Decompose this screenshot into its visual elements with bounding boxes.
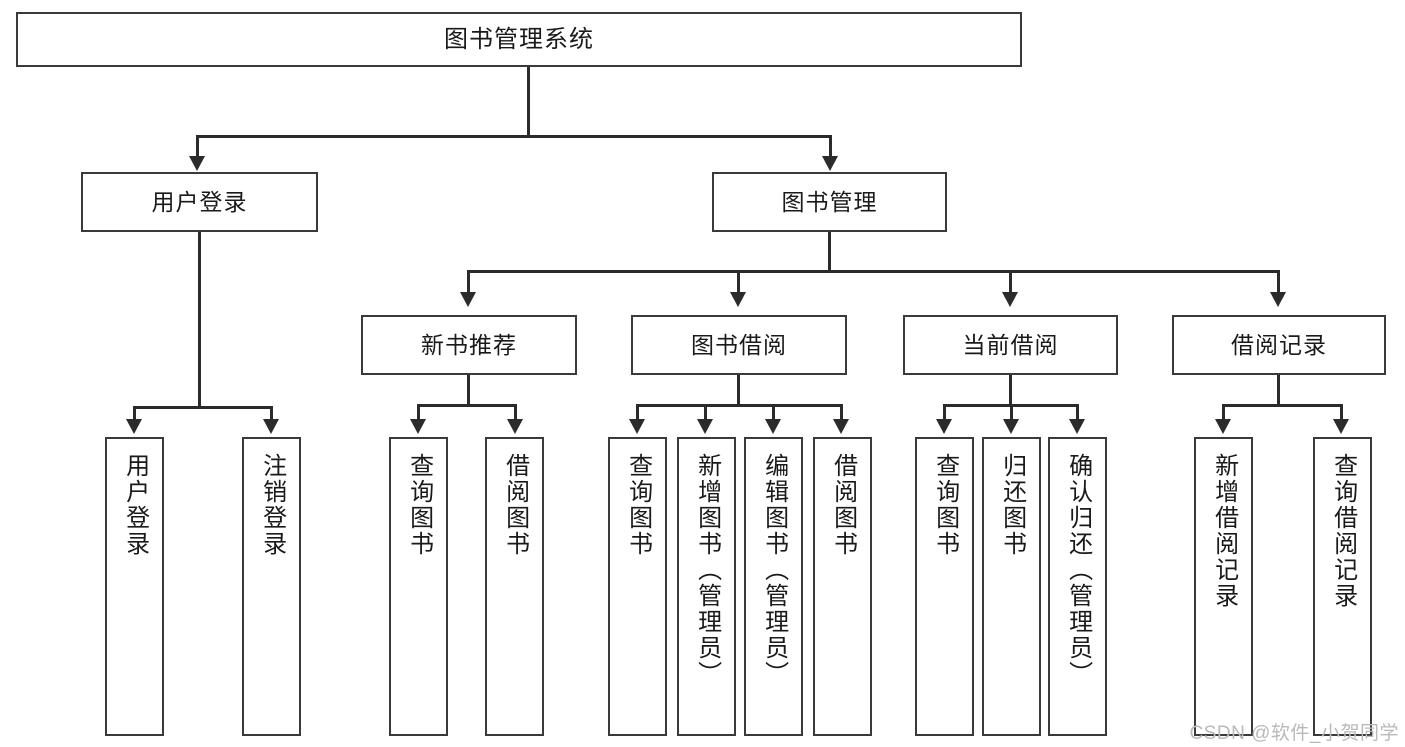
node-label: 归还图书 xyxy=(998,453,1026,557)
node-label: 查询借阅记录 xyxy=(1329,453,1357,609)
arrowhead-bb-leaf-4 xyxy=(833,419,849,434)
node-label: 查询图书 xyxy=(624,453,652,557)
arrowhead-book-borrow xyxy=(730,292,746,307)
connector-cb-leaf-2 xyxy=(1010,404,1013,420)
leaf-cb-query-book[interactable]: 查询图书 xyxy=(915,437,974,736)
arrowhead-user-login-leaf-1 xyxy=(126,419,142,434)
arrowhead-cb-leaf-3 xyxy=(1069,419,1085,434)
connector-book-borrow-bus xyxy=(636,404,842,407)
node-book-borrow[interactable]: 图书借阅 xyxy=(631,315,847,375)
connector-nbr-leaf-1 xyxy=(417,404,420,420)
arrowhead-cb-leaf-2 xyxy=(1003,419,1019,434)
leaf-bb-add-book-admin[interactable]: 新增图书（管理员） xyxy=(677,437,736,736)
arrowhead-bb-leaf-1 xyxy=(629,419,645,434)
node-label: 新增借阅记录 xyxy=(1210,453,1238,609)
connector-current-borrow-stem xyxy=(1009,375,1012,406)
node-new-book-recommend[interactable]: 新书推荐 xyxy=(361,315,577,375)
connector-cb-leaf-1 xyxy=(943,404,946,420)
connector-root-stem xyxy=(527,67,530,135)
connector-to-book-borrow xyxy=(737,270,740,295)
node-label: 编辑图书（管理员） xyxy=(760,453,788,687)
leaf-cb-return-book[interactable]: 归还图书 xyxy=(982,437,1041,736)
leaf-bb-query-book[interactable]: 查询图书 xyxy=(608,437,667,736)
node-current-borrow[interactable]: 当前借阅 xyxy=(903,315,1118,375)
node-label: 借阅图书 xyxy=(829,453,857,557)
arrowhead-borrow-record xyxy=(1270,292,1286,307)
node-book-management[interactable]: 图书管理 xyxy=(712,172,947,232)
arrowhead-user-login xyxy=(189,156,205,171)
connector-bb-leaf-4 xyxy=(840,404,843,420)
connector-to-new-book-recommend xyxy=(467,270,470,295)
leaf-logout[interactable]: 注销登录 xyxy=(242,437,301,736)
arrowhead-bb-leaf-3 xyxy=(765,419,781,434)
connector-user-login-stem xyxy=(198,232,201,409)
node-label: 查询图书 xyxy=(931,453,959,557)
node-label: 新书推荐 xyxy=(421,331,517,358)
connector-borrow-record-bus xyxy=(1222,404,1342,407)
node-root-book-management-system[interactable]: 图书管理系统 xyxy=(16,12,1022,67)
leaf-bb-edit-book-admin[interactable]: 编辑图书（管理员） xyxy=(744,437,803,736)
arrowhead-new-book-recommend xyxy=(460,292,476,307)
node-label: 用户登录 xyxy=(151,188,248,215)
leaf-br-add-borrow-record[interactable]: 新增借阅记录 xyxy=(1194,437,1253,736)
connector-br-leaf-2 xyxy=(1340,404,1343,420)
connector-root-bus xyxy=(196,135,832,138)
node-user-login[interactable]: 用户登录 xyxy=(81,172,318,232)
arrowhead-nbr-leaf-2 xyxy=(507,419,523,434)
arrowhead-cb-leaf-1 xyxy=(936,419,952,434)
node-label: 查询图书 xyxy=(405,453,433,557)
connector-root-to-user-login xyxy=(196,135,199,160)
arrowhead-bb-leaf-2 xyxy=(697,419,713,434)
connector-to-borrow-record xyxy=(1277,270,1280,295)
node-label: 借阅图书 xyxy=(501,453,529,557)
leaf-bb-borrow-book[interactable]: 借阅图书 xyxy=(813,437,872,736)
connector-user-login-to-leaf-2 xyxy=(270,406,273,422)
connector-level2-bus xyxy=(467,270,1279,273)
connector-bb-leaf-3 xyxy=(772,404,775,420)
connector-user-login-bus xyxy=(133,406,270,409)
connector-book-borrow-stem xyxy=(737,375,740,406)
connector-br-leaf-1 xyxy=(1222,404,1225,420)
node-label: 图书借阅 xyxy=(691,331,787,358)
leaf-nbr-query-book[interactable]: 查询图书 xyxy=(389,437,448,736)
connector-root-to-book-management xyxy=(829,135,832,160)
connector-nbr-leaf-2 xyxy=(514,404,517,420)
node-borrow-record[interactable]: 借阅记录 xyxy=(1172,315,1386,375)
connector-new-book-recommend-stem xyxy=(467,375,470,406)
arrowhead-br-leaf-1 xyxy=(1215,419,1231,434)
node-label: 用户登录 xyxy=(121,453,149,557)
connector-bb-leaf-2 xyxy=(704,404,707,420)
leaf-nbr-borrow-book[interactable]: 借阅图书 xyxy=(485,437,544,736)
watermark-text: CSDN @软件_小贺同学 xyxy=(1189,723,1399,744)
connector-borrow-record-stem xyxy=(1277,375,1280,406)
node-label: 当前借阅 xyxy=(962,331,1059,358)
connector-book-management-stem xyxy=(828,232,831,272)
arrowhead-user-login-leaf-2 xyxy=(263,419,279,434)
node-label: 图书管理系统 xyxy=(444,25,594,53)
leaf-br-query-borrow-record[interactable]: 查询借阅记录 xyxy=(1313,437,1372,736)
arrowhead-current-borrow xyxy=(1002,292,1018,307)
node-label: 确认归还（管理员） xyxy=(1064,453,1092,687)
connector-user-login-to-leaf-1 xyxy=(133,406,136,422)
node-label: 图书管理 xyxy=(781,188,878,215)
arrowhead-nbr-leaf-1 xyxy=(410,419,426,434)
connector-bb-leaf-1 xyxy=(636,404,639,420)
leaf-user-login[interactable]: 用户登录 xyxy=(105,437,164,736)
node-label: 新增图书（管理员） xyxy=(693,453,721,687)
node-label: 借阅记录 xyxy=(1231,331,1327,358)
connector-new-book-recommend-bus xyxy=(417,404,517,407)
connector-cb-leaf-3 xyxy=(1076,404,1079,420)
connector-to-current-borrow xyxy=(1009,270,1012,295)
arrowhead-br-leaf-2 xyxy=(1333,419,1349,434)
leaf-cb-confirm-return-admin[interactable]: 确认归还（管理员） xyxy=(1048,437,1107,736)
node-label: 注销登录 xyxy=(258,453,286,557)
arrowhead-book-management xyxy=(822,156,838,171)
